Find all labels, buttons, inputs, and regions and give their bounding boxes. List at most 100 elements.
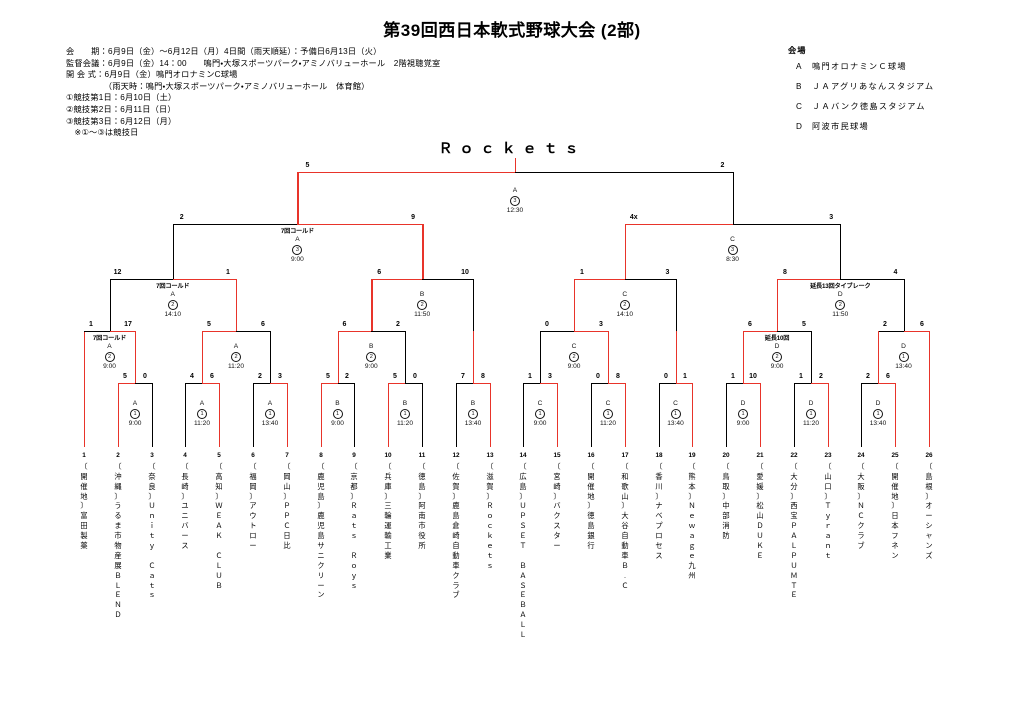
team-name: 〔開催地〕日本フネン (891, 461, 899, 560)
match-venue: A (132, 400, 138, 407)
match-time: 9:00 (103, 362, 116, 370)
bracket-line-winner (490, 383, 492, 447)
bracket-line (321, 383, 354, 384)
match-score: 1 (683, 373, 687, 380)
bracket-line (777, 279, 904, 280)
match-day: 2 (392, 299, 452, 310)
bracket-line (172, 224, 174, 279)
team-number: 23 (824, 452, 832, 459)
bracket-line-winner (297, 172, 515, 174)
match-day: 1 (308, 408, 368, 419)
bracket-line-winner (895, 383, 897, 447)
venue-code: B (796, 82, 803, 91)
bracket-line (152, 383, 153, 447)
match-score: 12 (113, 269, 122, 276)
match-venue: C (571, 343, 577, 350)
match-score: 10 (749, 373, 757, 380)
match-venue: C (537, 400, 543, 407)
match-score: 3 (278, 373, 282, 380)
bracket-line-winner (675, 383, 692, 385)
match-day: 1 (646, 408, 706, 419)
team-number: 15 (553, 452, 561, 459)
bracket-line (861, 383, 862, 447)
match-venue: C (622, 291, 628, 298)
team-number: 25 (891, 452, 899, 459)
match-time: 9:00 (567, 362, 581, 370)
event-info-line-5: ①競技第1日：6月10日（土） (66, 93, 177, 103)
team-number: 17 (621, 452, 629, 459)
match-score: 0 (143, 373, 147, 380)
bracket-line-winner (608, 331, 610, 383)
team-number: 5 (217, 452, 221, 459)
team-name: 〔鳥取〕中部消防 (722, 461, 730, 541)
team-name: 〔福岡〕アウトロー (249, 461, 257, 551)
bracket-line-winner (540, 383, 557, 385)
match-score: 2 (345, 373, 349, 380)
match-day: 3 (485, 195, 545, 206)
match-venue: D (875, 400, 881, 407)
match-time: 13:40 (869, 419, 887, 427)
bracket-line (574, 279, 676, 280)
match-score: 3 (599, 321, 603, 328)
bracket-line-winner (337, 331, 339, 383)
team-name: 〔開催地〕徳島銀行 (587, 461, 595, 551)
match-day: 2 (747, 351, 807, 362)
match-time: 8:30 (726, 255, 739, 263)
bracket-line-winner (118, 383, 120, 447)
event-info-line-6: ②競技第2日：6月11日（日） (66, 104, 176, 114)
bracket-line-winner (574, 279, 576, 331)
match-day: 1 (713, 408, 773, 419)
match-time: 9:00 (291, 255, 304, 263)
bracket-line-winner (624, 224, 733, 226)
team-entry: 15〔宮崎〕バクスター (546, 451, 568, 551)
bracket-line-winner (675, 331, 677, 383)
team-number: 20 (722, 452, 730, 459)
match-score: 0 (413, 373, 417, 380)
bracket-line-winner (473, 383, 490, 385)
match-score: 10 (461, 269, 469, 276)
match-time: 9:00 (128, 419, 142, 427)
match-score: 8 (783, 269, 787, 276)
team-number: 24 (857, 452, 865, 459)
team-number: 19 (688, 452, 696, 459)
team-name: 〔長崎〕ユニバース (181, 461, 189, 551)
match-score: 6 (342, 321, 347, 328)
bracket-line-winner (743, 331, 745, 383)
match-time: 13:40 (261, 419, 279, 427)
event-info-line-1: 会 期：6月9日（金）～6月12日（月）4日間（雨天順延）：予備日6月13日（火… (66, 47, 382, 56)
match-time: 14:10 (616, 310, 633, 318)
match-venue: A (233, 343, 239, 350)
bracket-line (371, 279, 473, 280)
champion-label: Ｒｏｃｋｅｔｓ (438, 140, 586, 156)
match-time: 9:00 (533, 419, 547, 427)
match-score: 3 (548, 373, 552, 380)
match-score: 0 (664, 373, 668, 380)
bracket-line (422, 383, 423, 447)
bracket-line (354, 383, 355, 447)
bracket-line-winner (84, 331, 86, 447)
match-day: 2 (206, 351, 266, 362)
bracket-line-winner (135, 331, 137, 383)
match-score: 7 (461, 373, 465, 380)
bracket-line-winner (557, 383, 559, 447)
bracket-line-winner (777, 279, 779, 331)
bracket-line (591, 383, 592, 447)
